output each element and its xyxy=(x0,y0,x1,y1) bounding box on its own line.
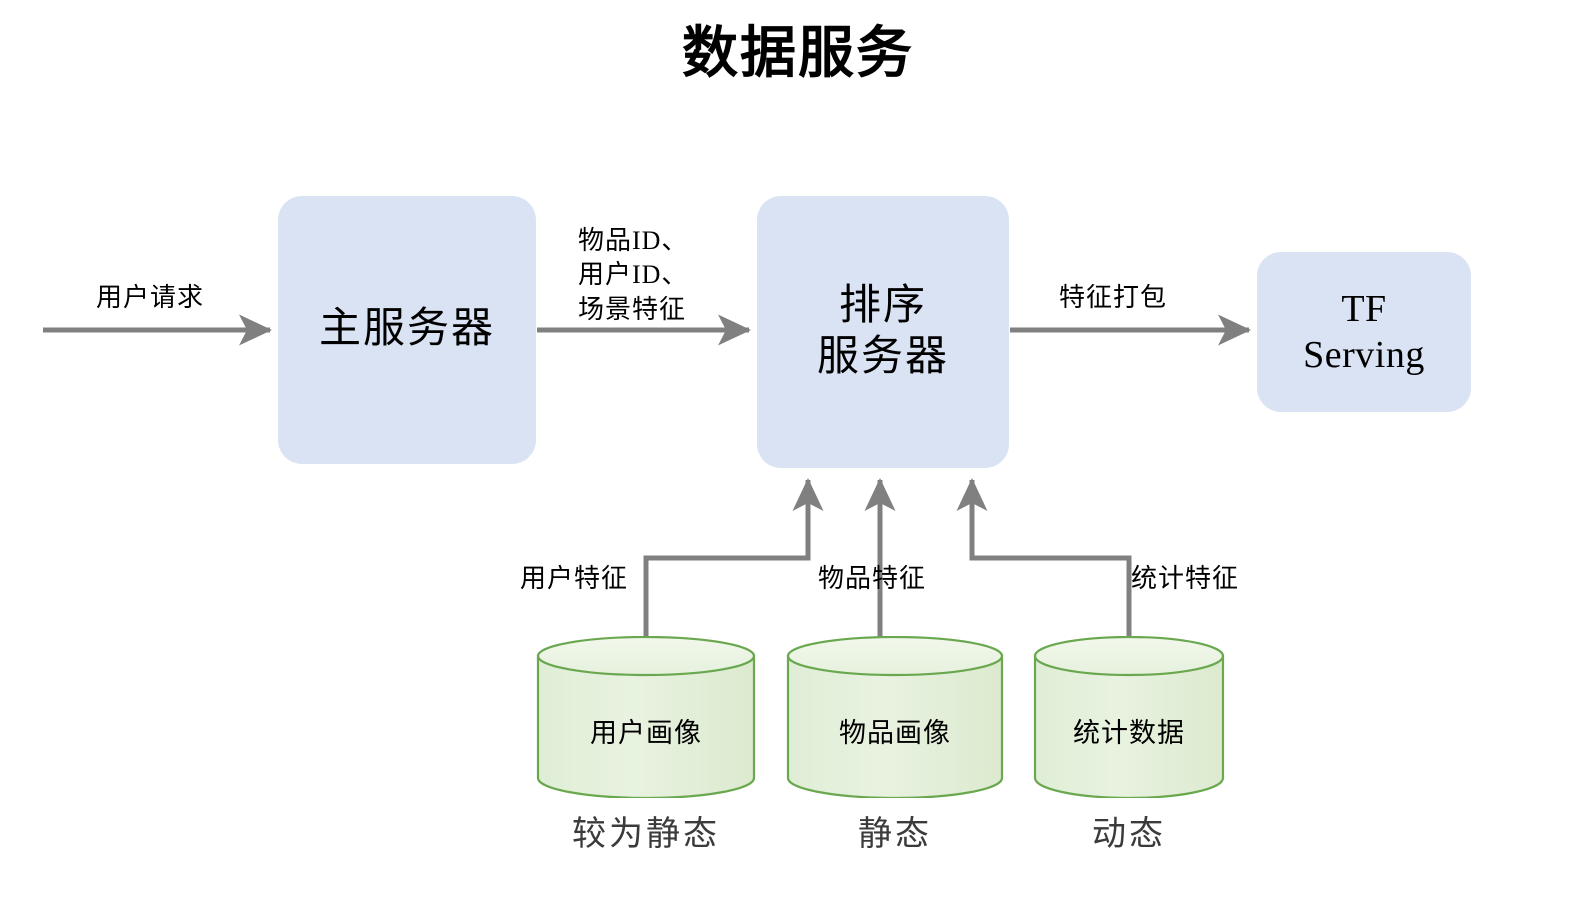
node-main-server[interactable]: 主服务器 xyxy=(278,196,536,464)
edge-label-ids-line1: 物品ID、 xyxy=(578,226,689,255)
edge-label-stat-feature: 统计特征 xyxy=(1131,564,1240,593)
cylinder-shape xyxy=(786,636,1004,798)
caption-item-profile: 静态 xyxy=(858,816,932,853)
cylinder-shape xyxy=(536,636,756,798)
datastore-statistics-label: 统计数据 xyxy=(1073,718,1185,748)
datastore-item-profile-label: 物品画像 xyxy=(839,718,951,748)
node-tf-serving[interactable]: TF Serving xyxy=(1257,252,1471,412)
cylinder-shape xyxy=(1033,636,1225,798)
edge-label-user-request: 用户请求 xyxy=(96,283,205,312)
caption-statistics: 动态 xyxy=(1092,816,1166,853)
caption-user-profile: 较为静态 xyxy=(572,816,720,853)
edge-label-feature-pack: 特征打包 xyxy=(1059,283,1168,312)
tf-serving-label: TF Serving xyxy=(1303,286,1425,379)
edge-stat-feature xyxy=(956,477,1132,640)
tf-serving-label-line1: TF xyxy=(1341,287,1387,330)
datastore-item-profile[interactable]: 物品画像 xyxy=(786,636,1004,798)
rank-server-label-line1: 排序 xyxy=(838,282,927,329)
main-server-label: 主服务器 xyxy=(318,306,495,353)
edge-label-ids-line2: 用户ID、 xyxy=(578,260,689,290)
datastore-user-profile[interactable]: 用户画像 xyxy=(536,636,756,798)
rank-server-label: 排序 服务器 xyxy=(817,281,949,383)
datastore-user-profile-label: 用户画像 xyxy=(590,718,702,748)
edge-label-ids: 物品ID、 用户ID、 场景特征 xyxy=(578,224,688,327)
rank-server-label-line2: 服务器 xyxy=(816,334,949,380)
datastore-statistics[interactable]: 统计数据 xyxy=(1033,636,1225,798)
edge-label-item-feature: 物品特征 xyxy=(818,564,927,593)
tf-serving-label-line2: Serving xyxy=(1303,334,1425,376)
edge-label-ids-line3: 场景特征 xyxy=(578,294,687,324)
edge-user-feature xyxy=(643,477,824,640)
node-rank-server[interactable]: 排序 服务器 xyxy=(757,196,1009,468)
edge-label-user-feature: 用户特征 xyxy=(520,564,629,593)
page-title: 数据服务 xyxy=(682,23,914,85)
